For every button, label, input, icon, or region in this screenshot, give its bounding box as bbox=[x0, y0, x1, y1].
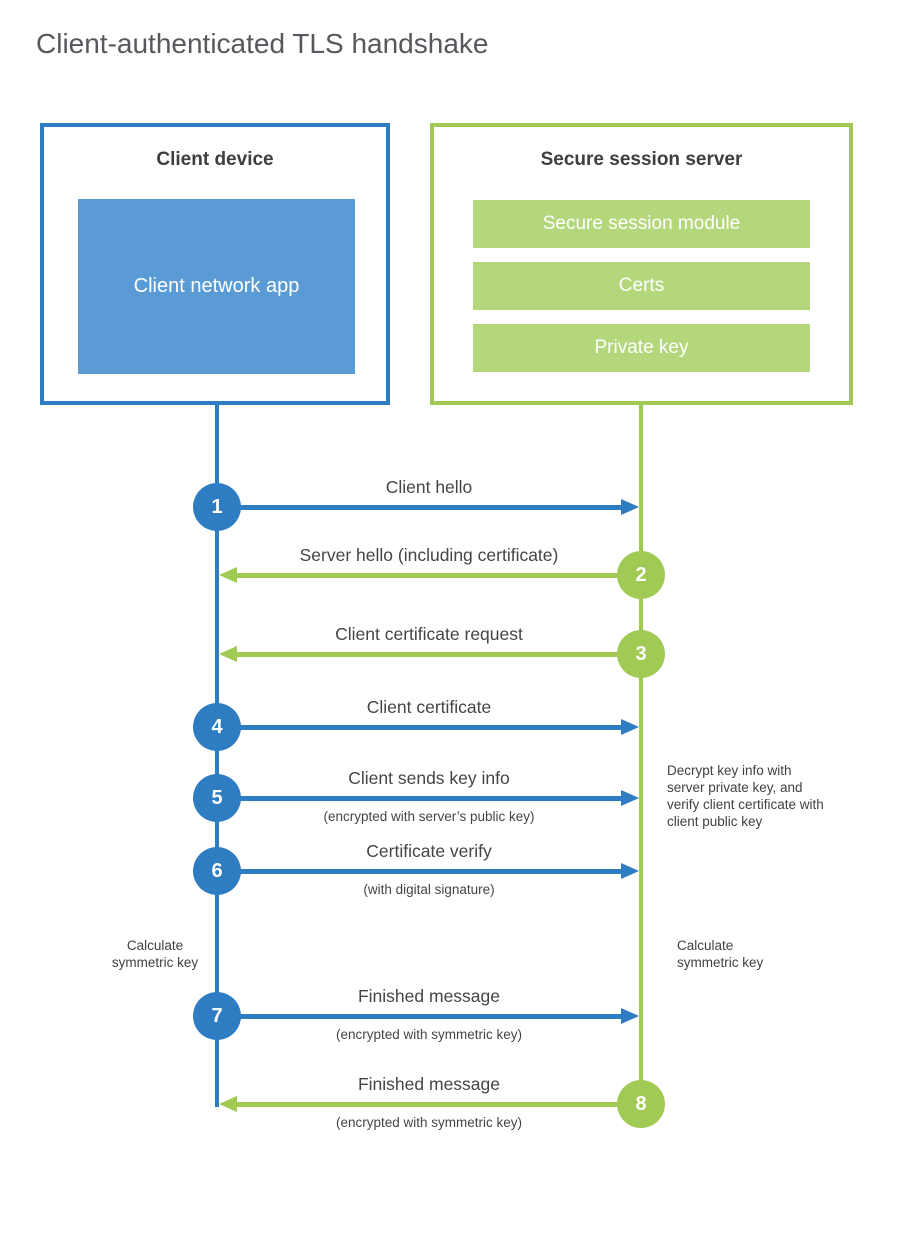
arrow-left-icon bbox=[219, 567, 237, 583]
arrow-right-icon bbox=[621, 719, 639, 735]
step-label: Client sends key info bbox=[348, 768, 510, 788]
arrow-shaft bbox=[237, 573, 618, 578]
arrow-shaft bbox=[240, 505, 621, 510]
note-calculate-symmetric-key-server: Calculate symmetric key bbox=[677, 938, 764, 970]
step-number-badge: 5 bbox=[193, 774, 241, 822]
module-bar-certs: Certs bbox=[473, 262, 810, 310]
client-device-title: Client device bbox=[156, 149, 274, 170]
client-network-app-label: Client network app bbox=[133, 275, 300, 297]
arrow-shaft bbox=[237, 652, 618, 657]
arrow-right-icon bbox=[621, 499, 639, 515]
note-decrypt-key-info: Decrypt key info with server private key… bbox=[667, 763, 824, 829]
step-label: Client certificate bbox=[366, 697, 492, 717]
arrow-shaft bbox=[240, 869, 621, 874]
step-label: Finished message bbox=[357, 986, 501, 1006]
step-number-badge: 6 bbox=[193, 847, 241, 895]
client-network-app-box: Client network app bbox=[78, 199, 355, 374]
step-sublabel: (encrypted with symmetric key) bbox=[335, 1115, 523, 1130]
step-number-badge: 3 bbox=[617, 630, 665, 678]
note-calculate-symmetric-key-client: Calculate symmetric key bbox=[111, 938, 199, 970]
step-number-badge: 8 bbox=[617, 1080, 665, 1128]
arrow-left-icon bbox=[219, 1096, 237, 1112]
step-label: Client certificate request bbox=[335, 624, 523, 644]
step-number-badge: 4 bbox=[193, 703, 241, 751]
step-number-badge: 7 bbox=[193, 992, 241, 1040]
step-label: Certificate verify bbox=[366, 841, 492, 861]
secure-session-server-title: Secure session server bbox=[540, 149, 743, 170]
step-number-badge: 2 bbox=[617, 551, 665, 599]
step-sublabel: (encrypted with symmetric key) bbox=[335, 1027, 523, 1042]
arrow-shaft bbox=[240, 796, 621, 801]
arrow-shaft bbox=[237, 1102, 618, 1107]
arrow-left-icon bbox=[219, 646, 237, 662]
step-label: Finished message bbox=[357, 1074, 501, 1094]
arrow-shaft bbox=[240, 1014, 621, 1019]
arrow-shaft bbox=[240, 725, 621, 730]
server-lifeline bbox=[639, 405, 643, 1105]
arrow-right-icon bbox=[621, 863, 639, 879]
step-label: Server hello (including certificate) bbox=[299, 545, 559, 565]
module-bar-secure-session-module: Secure session module bbox=[473, 200, 810, 248]
step-number-badge: 1 bbox=[193, 483, 241, 531]
step-sublabel: (with digital signature) bbox=[363, 882, 495, 897]
client-lifeline bbox=[215, 405, 219, 1107]
module-bar-private-key: Private key bbox=[473, 324, 810, 372]
step-label: Client hello bbox=[385, 477, 473, 497]
step-sublabel: (encrypted with server’s public key) bbox=[323, 809, 535, 824]
arrow-right-icon bbox=[621, 1008, 639, 1024]
arrow-right-icon bbox=[621, 790, 639, 806]
page-title: Client-authenticated TLS handshake bbox=[36, 28, 489, 59]
